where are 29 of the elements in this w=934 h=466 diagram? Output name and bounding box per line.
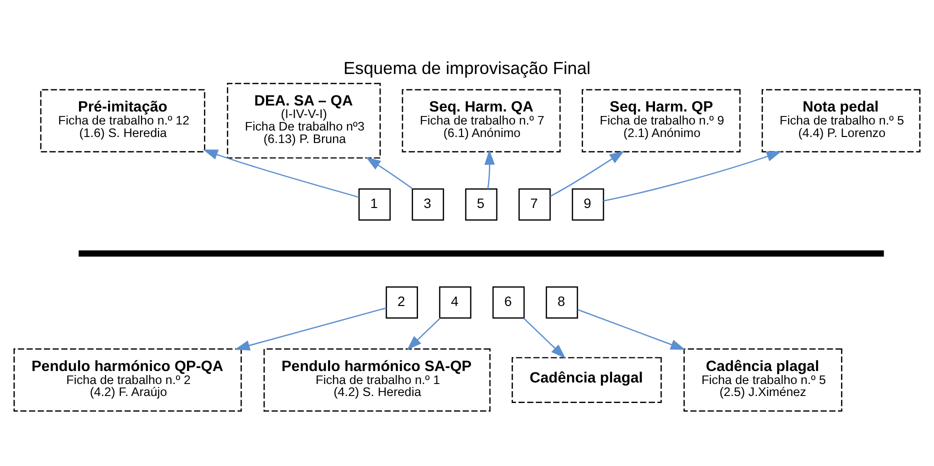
node-box: 2 — [386, 286, 418, 319]
arrow — [406, 318, 441, 350]
node-box: 1 — [358, 188, 391, 221]
arrow — [523, 318, 566, 359]
arrow — [577, 309, 686, 350]
arrow — [603, 151, 782, 202]
diagram-title: Esquema de improvisação Final — [343, 58, 591, 78]
node-box: 5 — [465, 188, 498, 221]
arrow — [550, 150, 624, 197]
node-box: Pré-imitação Ficha de trabalho n.º 12 (1.6) S. Heredia — [40, 89, 206, 152]
node-box: 4 — [439, 286, 472, 319]
node-box: Seq. Harm. QP Ficha de trabalho n.º 9 (2.1) Anónimo — [582, 89, 741, 152]
node-box: Pendulo harmónico SA-QP Ficha de trabalho n.º 1 (4.2) S. Heredia — [264, 348, 491, 412]
arrow — [366, 157, 413, 190]
node-box: DEA. SA – QA (I-IV-V-I) Ficha De trabalho nº3 (6.13) P. Bruna — [226, 82, 381, 159]
node-box: Seq. Harm. QA Ficha de trabalho n.º 7 (6.1) Anónimo — [402, 89, 561, 152]
node-box: 6 — [492, 286, 525, 319]
node-box: Cadência plagal — [512, 357, 662, 403]
node-box: 9 — [572, 188, 604, 221]
node-box: Pendulo harmónico QP-QA Ficha de trabalho n.º 2 (4.2) F. Araújo — [14, 348, 242, 412]
node-bar — [78, 250, 884, 257]
arrow — [234, 307, 386, 351]
node-box: Cadência plagal Ficha de trabalho n.º 5 (2.5) J.Ximénez — [684, 348, 842, 412]
node-box: 3 — [412, 188, 444, 221]
arrow — [202, 150, 359, 198]
node-box: Nota pedal Ficha de trabalho n.º 5 (4.4) P. Lorenzo — [762, 89, 920, 152]
node-box: 8 — [546, 286, 578, 319]
node-box: 7 — [518, 188, 551, 221]
arrow — [484, 150, 495, 189]
